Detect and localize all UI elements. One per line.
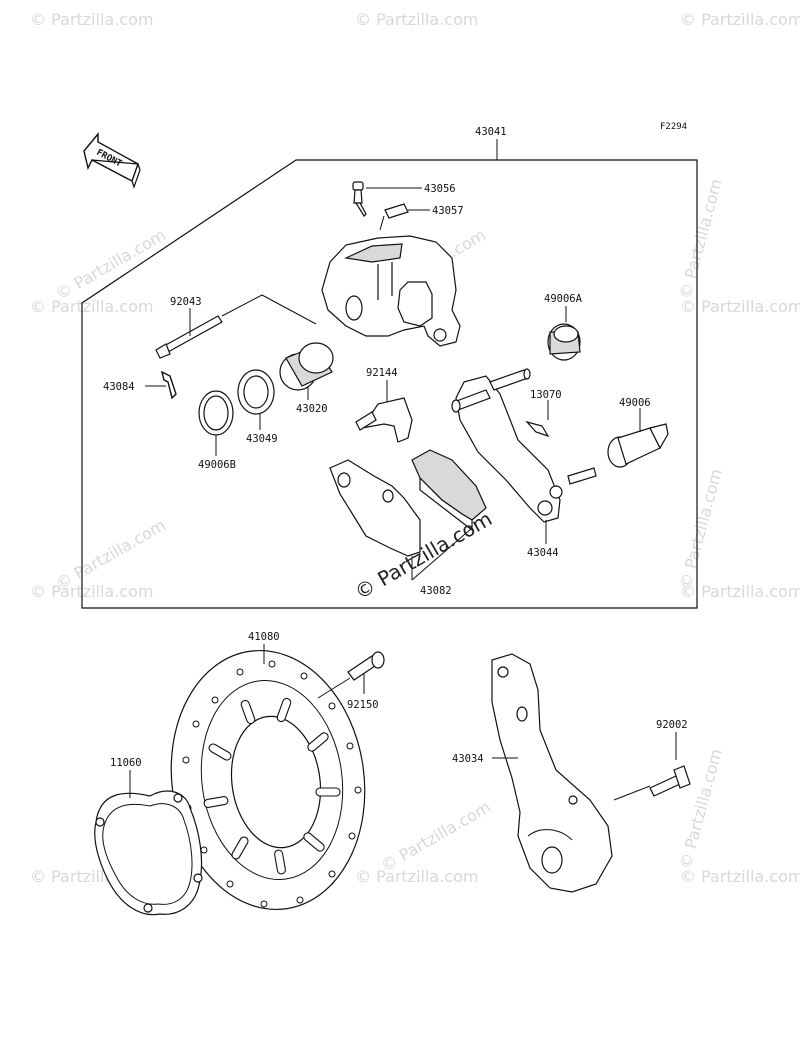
caliper-assembly-frame: 43041 bbox=[81, 126, 698, 609]
watermark: © Partzilla.com bbox=[676, 747, 726, 871]
watermark: © Partzilla.com bbox=[680, 867, 800, 886]
bleeder-valve: 43056 bbox=[352, 181, 456, 217]
rubber-boot: 49006 bbox=[607, 397, 669, 468]
dust-seal: 49006B bbox=[198, 390, 236, 471]
callout-92043: 92043 bbox=[170, 296, 202, 308]
caliper-body bbox=[321, 235, 461, 347]
retaining-clip: 43084 bbox=[103, 370, 177, 400]
watermark: © Partzilla.com bbox=[378, 797, 494, 875]
watermark: © Partzilla.com bbox=[30, 10, 153, 29]
callout-43056: 43056 bbox=[424, 183, 456, 195]
callout-11060: 11060 bbox=[110, 757, 142, 769]
mount-bolt: 92002 bbox=[649, 719, 691, 797]
callout-41080: 41080 bbox=[248, 631, 280, 643]
caliper-pin: 92043 bbox=[155, 294, 317, 359]
watermark: © Partzilla.com bbox=[676, 467, 726, 591]
watermark: © Partzilla.com bbox=[680, 582, 800, 601]
callout-49006B: 49006B bbox=[198, 459, 236, 471]
callout-43057: 43057 bbox=[432, 205, 464, 217]
rubber-boot-a: 49006A bbox=[544, 293, 583, 361]
callout-92002: 92002 bbox=[656, 719, 688, 731]
callout-49006: 49006 bbox=[619, 397, 651, 409]
callout-92144: 92144 bbox=[366, 367, 398, 379]
callout-43049: 43049 bbox=[246, 433, 278, 445]
watermark: © Partzilla.com bbox=[53, 225, 169, 303]
caliper-bracket: 43044 bbox=[451, 368, 597, 559]
watermark: © Partzilla.com bbox=[680, 10, 800, 29]
brake-pads: 43082 bbox=[329, 449, 487, 597]
callout-43082: 43082 bbox=[420, 585, 452, 597]
figure-ref-code: F2294 bbox=[660, 122, 687, 132]
caliper-piston: 43020 bbox=[279, 342, 334, 415]
callout-43084: 43084 bbox=[103, 381, 135, 393]
watermark: © Partzilla.com bbox=[355, 10, 478, 29]
watermark: © Partzilla.com bbox=[30, 582, 153, 601]
callout-43044: 43044 bbox=[527, 547, 559, 559]
watermark: © Partzilla.com bbox=[680, 297, 800, 316]
front-arrow-icon: FRONT bbox=[83, 132, 141, 189]
caliper-mount-bracket: 43034 bbox=[452, 653, 651, 893]
bleeder-cap: 43057 bbox=[379, 203, 464, 231]
watermark: © Partzilla.com bbox=[676, 177, 726, 301]
piston-seal: 43049 bbox=[237, 369, 278, 445]
pad-clip: 13070 bbox=[525, 389, 562, 438]
callout-13070: 13070 bbox=[530, 389, 562, 401]
hub-gasket: 11060 bbox=[94, 757, 203, 916]
callout-43034: 43034 bbox=[452, 753, 484, 765]
callout-43041: 43041 bbox=[475, 126, 507, 138]
watermark: © Partzilla.com bbox=[355, 867, 478, 886]
callout-92150: 92150 bbox=[347, 699, 379, 711]
watermark-layer: © Partzilla.com © Partzilla.com © Partzi… bbox=[30, 10, 800, 886]
disc-bolt: 92150 bbox=[317, 651, 385, 711]
pad-spring: 92144 bbox=[355, 367, 413, 443]
callout-49006A: 49006A bbox=[544, 293, 583, 305]
watermark: © Partzilla.com bbox=[30, 297, 153, 316]
callout-43020: 43020 bbox=[296, 403, 328, 415]
